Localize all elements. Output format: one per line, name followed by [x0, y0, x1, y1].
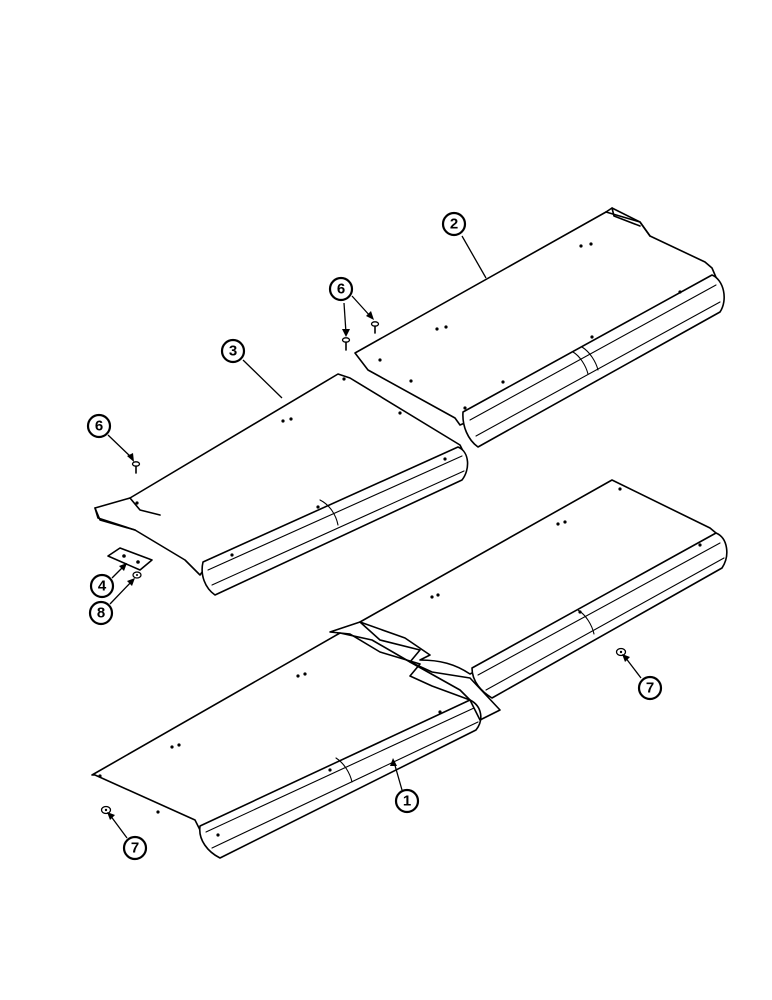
- cover-3-roll: [201, 446, 469, 596]
- callout-2: 2: [441, 211, 467, 237]
- svg-text:8: 8: [97, 605, 105, 622]
- cover-2-roll: [462, 274, 725, 448]
- callout-1: 1: [394, 788, 420, 814]
- cover-panel-2: [354, 207, 725, 448]
- nut-7-left: [100, 805, 112, 815]
- break-line: [329, 621, 501, 721]
- washer-8: [132, 571, 142, 579]
- svg-text:7: 7: [131, 840, 139, 857]
- cover-panel-3: [94, 373, 469, 596]
- svg-text:6: 6: [337, 281, 345, 298]
- leader-lines: [107, 235, 642, 839]
- svg-text:1: 1: [403, 793, 411, 810]
- bracket-4: [107, 547, 153, 571]
- callout-3: 3: [220, 338, 246, 364]
- cover-panel-1: [91, 479, 728, 859]
- svg-text:7: 7: [646, 680, 654, 697]
- callout-6-left: 6: [86, 413, 112, 439]
- callout-4: 4: [89, 573, 115, 599]
- svg-text:2: 2: [450, 216, 458, 233]
- svg-text:4: 4: [98, 578, 107, 595]
- callout-6-top: 6: [328, 276, 354, 302]
- cover-1-near-roll: [198, 699, 482, 859]
- nut-7-right: [615, 647, 627, 657]
- bolt-6-left: [131, 461, 141, 474]
- svg-text:6: 6: [95, 418, 103, 435]
- callout-7-right: 7: [637, 675, 663, 701]
- callout-8: 8: [88, 600, 114, 626]
- bolt-6-center: [341, 337, 351, 351]
- callout-7-left: 7: [122, 835, 148, 861]
- bolt-6-right: [370, 321, 380, 334]
- svg-text:3: 3: [229, 343, 237, 360]
